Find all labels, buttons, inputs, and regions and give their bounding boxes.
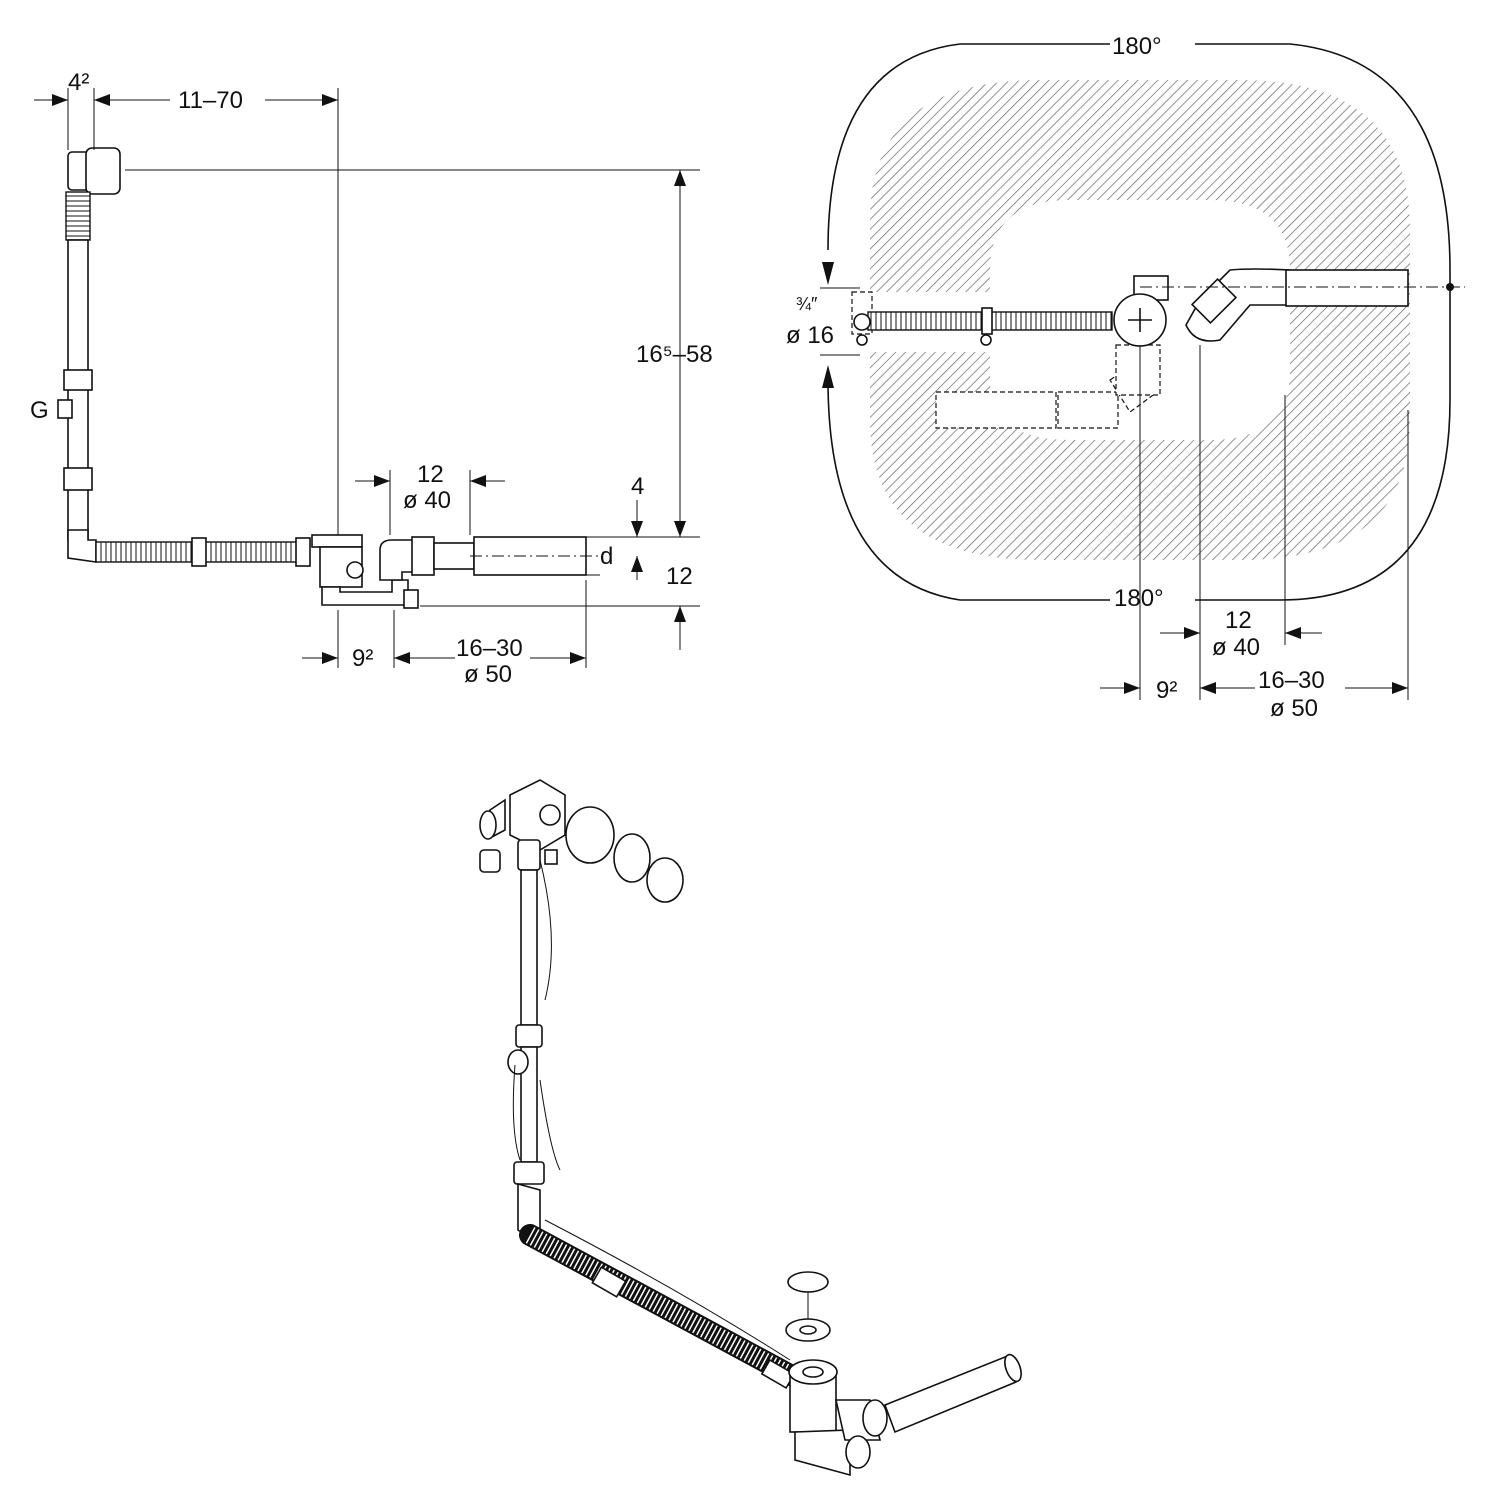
dim-tail-len: 16–30	[456, 635, 523, 662]
iso-nut	[479, 849, 501, 873]
thread-size: ¾″	[796, 294, 818, 314]
iso-cover	[646, 857, 684, 903]
dim-top: 4	[631, 473, 644, 500]
iso-vertical-pipe	[520, 869, 538, 1026]
overflow-cap	[85, 147, 121, 195]
dim-outlet-dia: ø 40	[403, 487, 451, 514]
waste-flange	[311, 534, 363, 548]
hose-coupling	[295, 537, 311, 567]
outlet-nut	[411, 536, 435, 576]
outlet-elbow	[379, 539, 415, 581]
outlet-sleeve	[433, 542, 475, 570]
plan-view: 180° 180° ¾″ ø 16 12 ø 40	[786, 33, 1465, 722]
label-g: G	[30, 397, 49, 424]
waste-port	[346, 561, 364, 579]
side-view: 4² 11–70 16⁵–58 G 12 ø 40 4 d 12	[30, 69, 713, 688]
iso-bowden-cable	[512, 859, 561, 1171]
label-d: d	[600, 543, 613, 570]
rotation-bottom: 180°	[1114, 585, 1164, 612]
plan-tail-pipe	[1285, 269, 1409, 307]
dim-outlet-len: 12	[417, 461, 444, 488]
overflow-hose	[65, 191, 91, 241]
isometric-view	[479, 779, 1022, 1477]
hose-coupling	[191, 537, 207, 567]
alternate-tail-pipe	[935, 391, 1057, 429]
dim-trap-height: 12	[666, 563, 693, 590]
overflow-connection	[853, 313, 871, 331]
rotation-arc	[1195, 43, 1451, 601]
iso-overflow-body	[509, 779, 566, 851]
dim-overflow-range: 11–70	[178, 87, 243, 114]
dim-height-range: 16⁵–58	[636, 341, 713, 368]
dim-overflow-offset: 4²	[68, 69, 89, 96]
plan-dim-tail-len: 16–30	[1258, 667, 1325, 694]
g-connection	[57, 399, 73, 419]
iso-tail-pipe	[883, 1354, 1019, 1434]
plan-elbow	[1185, 268, 1291, 342]
plan-dim-waste-offset: 9²	[1156, 677, 1177, 704]
plan-dim-tail-dia: ø 50	[1270, 695, 1318, 722]
pipe-clamp	[63, 369, 93, 391]
pipe-clamp	[63, 467, 93, 491]
dim-hose-dia: ø 16	[786, 322, 834, 349]
rotation-arc	[827, 43, 1110, 251]
iso-plug-cover	[787, 1271, 829, 1293]
plan-dim-outlet-dia: ø 40	[1212, 634, 1260, 661]
iso-hose	[519, 1224, 801, 1386]
hatched-rotation-area	[870, 80, 1410, 560]
rotation-top: 180°	[1112, 33, 1162, 60]
plan-dim-outlet-len: 12	[1225, 607, 1252, 634]
iso-ring	[613, 833, 651, 883]
rotation-arc	[827, 379, 1110, 601]
dim-tail-dia: ø 50	[464, 661, 512, 688]
trap-plug	[403, 589, 419, 609]
pipe-elbow	[67, 529, 97, 563]
iso-cap-body	[565, 806, 615, 864]
dim-waste-offset: 9²	[352, 645, 373, 672]
